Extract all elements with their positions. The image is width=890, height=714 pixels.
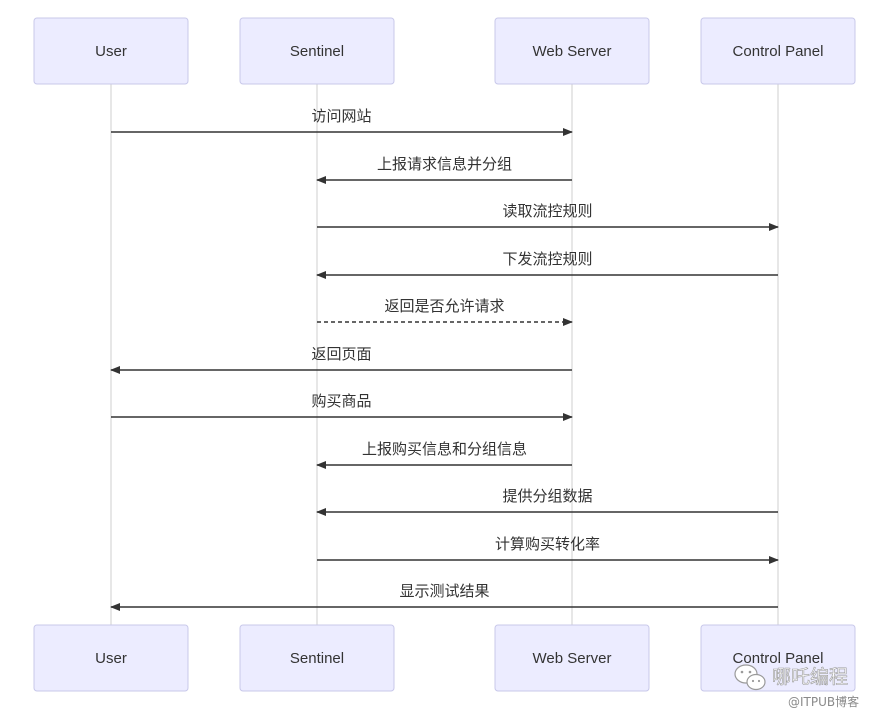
actor-user-top: User [33,17,189,85]
message-label: 上报购买信息和分组信息 [362,440,527,458]
actor-web-server-bottom: Web Server [494,624,650,692]
actor-label: Sentinel [290,650,344,667]
message-label: 访问网站 [311,107,371,125]
message-2: 上报请求信息并分组 [316,155,572,184]
message-label: 显示测试结果 [399,582,489,600]
actor-sentinel-top: Sentinel [239,17,395,85]
actor-user-bottom: User [33,624,189,692]
message-6: 返回页面 [110,345,572,374]
actor-control-panel-top: Control Panel [700,17,856,85]
actor-label: User [95,650,127,667]
actor-web-server-top: Web Server [494,17,650,85]
message-1: 访问网站 [111,107,573,136]
message-10: 计算购买转化率 [317,535,779,564]
message-label: 购买商品 [311,392,371,410]
watermark: 哪吒编程 @ITPUB博客 [734,664,859,709]
message-5: 返回是否允许请求 [317,297,573,326]
message-3: 读取流控规则 [317,202,779,231]
message-4: 下发流控规则 [316,250,778,279]
actor-sentinel-bottom: Sentinel [239,624,395,692]
messages: 访问网站 上报请求信息并分组 读取流控规则 下发流控规则 返回是否允许请求 返回… [110,107,779,611]
message-label: 下发流控规则 [502,250,592,268]
message-label: 读取流控规则 [502,202,592,220]
actor-label: User [95,43,127,60]
message-label: 计算购买转化率 [495,535,600,553]
actors-top: User Sentinel Web Server Control Panel [33,17,856,85]
watermark-main: 哪吒编程 [772,666,848,688]
actor-label: Control Panel [733,650,824,667]
actors-bottom: User Sentinel Web Server Control Panel [33,624,856,692]
wechat-icon [734,664,766,691]
message-label: 提供分组数据 [502,487,592,505]
lifelines [110,84,779,625]
message-8: 上报购买信息和分组信息 [316,440,572,469]
actor-label: Control Panel [733,43,824,60]
message-11: 显示测试结果 [110,582,778,611]
message-label: 上报请求信息并分组 [377,155,512,173]
message-7: 购买商品 [111,392,573,421]
actor-label: Sentinel [290,43,344,60]
actor-label: Web Server [533,650,612,667]
watermark-sub: @ITPUB博客 [788,694,859,709]
message-label: 返回是否允许请求 [384,297,504,315]
message-9: 提供分组数据 [316,487,778,516]
message-label: 返回页面 [311,345,371,363]
actor-label: Web Server [533,43,612,60]
